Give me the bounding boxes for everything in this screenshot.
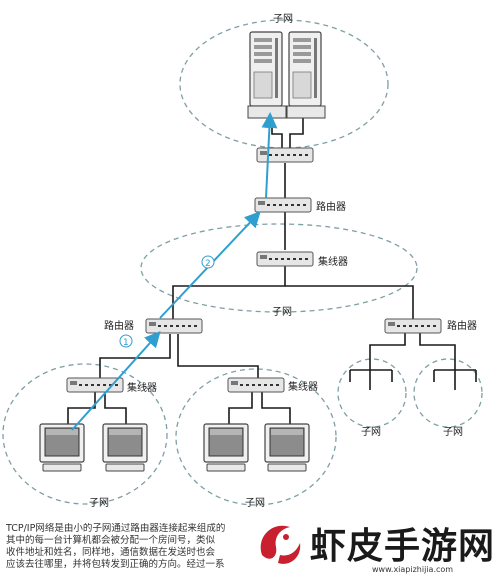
subnet-ellipse-right-2 (413, 358, 483, 428)
subnet-label-middle: 子网 (272, 306, 292, 318)
subnet-ellipse-right-1 (337, 358, 407, 428)
hub-icon-top (256, 147, 314, 163)
subnet-label-bottom-center: 子网 (245, 497, 265, 509)
caption-line-4: 应该去往哪里，并将包转发到正确的方向。经过一系 (6, 559, 225, 570)
network-diagram: 1 2 子网 路由器 集线器 子网 路由器 路由器 集线器 集线器 子网 子网 … (2, 13, 483, 509)
router-label-left: 路由器 (104, 319, 134, 332)
subnet-label-top: 子网 (273, 13, 293, 25)
hub-label-center: 集线器 (288, 380, 318, 393)
hub-label-left: 集线器 (127, 381, 157, 394)
subnet-label-right-2: 子网 (443, 426, 463, 438)
server-icon-right (288, 31, 322, 107)
computer-icon-3 (203, 423, 249, 472)
hub-icon-left (66, 377, 124, 393)
server-base-left (247, 105, 287, 119)
subnet-ellipse-top (179, 19, 389, 149)
subnet-ellipse-middle (140, 223, 418, 313)
router-icon-right (384, 318, 442, 334)
hub-label-middle: 集线器 (318, 255, 348, 268)
watermark-url: www.xiapizhijia.com (372, 565, 454, 574)
route-arrow-3 (261, 112, 278, 199)
router-icon-left (145, 318, 203, 334)
server-icon-left (249, 31, 283, 107)
subnet-ellipse-bottom-center (175, 368, 337, 506)
caption-line-1: TCP/IP网络是由小的子网通过路由器连接起来组成的 (6, 523, 226, 534)
subnet-label-bottom-left: 子网 (89, 497, 109, 509)
network-links (67, 118, 477, 424)
route-arrow-1 (71, 331, 161, 431)
watermark-title: 虾皮手游网 (310, 526, 496, 567)
router-label-top: 路由器 (316, 200, 346, 213)
server-base-right (286, 105, 326, 119)
step-1-marker (119, 334, 133, 348)
subnet-ellipse-bottom-left (2, 363, 168, 505)
router-label-right: 路由器 (447, 319, 477, 332)
computer-icon-4 (264, 423, 310, 472)
step-2-number: 2 (205, 259, 211, 269)
step-2-marker (201, 255, 215, 269)
hub-icon-middle (256, 251, 314, 267)
caption-line-2: 其中的每一台计算机都会被分配一个房间号，类似 (6, 535, 216, 546)
subnet-label-right-1: 子网 (361, 426, 381, 438)
caption-text: TCP/IP网络是由小的子网通过路由器连接起来组成的 其中的每一台计算机都会被分… (6, 523, 306, 571)
router-icon-top (254, 197, 312, 213)
computer-icon-2 (102, 423, 148, 472)
computer-icon-1 (39, 423, 85, 472)
watermark-logo-icon (254, 521, 306, 573)
step-1-number: 1 (123, 338, 129, 348)
caption-line-3: 收件地址和姓名，同样地，通信数据在发送时也会 (6, 547, 216, 558)
hub-icon-center (227, 377, 285, 393)
